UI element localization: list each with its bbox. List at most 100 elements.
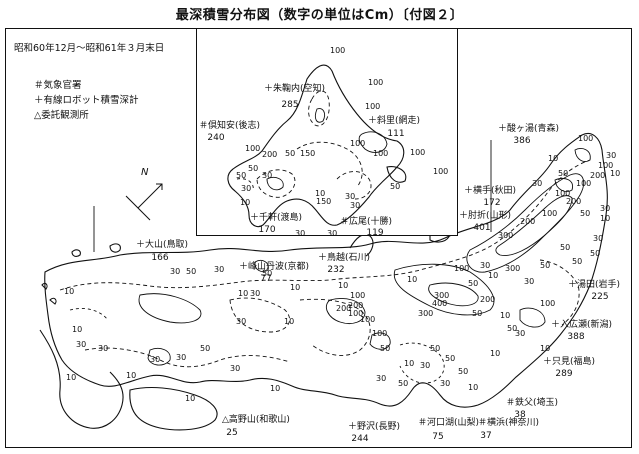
contour-label: 50 [540,261,551,270]
contour-label: 200 [520,217,536,226]
contour-label: 50 [380,344,391,353]
contour-label: 100 [542,209,558,218]
contour-label: 10 [540,344,551,353]
contour-label: 30 [262,171,273,180]
contour-label: 100 [360,315,376,324]
station-value: 388 [567,332,585,342]
legend: ＃気象官署 ＋有線ロボット積雪深計 △委託観測所 [34,78,139,123]
contour-label: 30 [600,204,611,213]
contour-label: 30 [440,379,451,388]
hokkaido-inset [196,28,458,236]
contour-label: 50 [262,269,273,278]
contour-label: 50 [285,149,296,158]
contour-label: 10 [64,287,75,296]
station-label: ＋入広瀬(新潟) [551,320,613,330]
contour-label: 100 [348,309,364,318]
station-label: ＋只見(福島) [543,357,596,367]
contour-label: 30 [420,361,431,370]
contour-label: 50 [560,243,571,252]
station-label: ＃河口湖(山梨) [418,418,480,428]
contour-label: 50 [236,171,247,180]
contour-label: 30 [345,192,356,201]
contour-label: 200 [480,295,496,304]
station-value: 111 [387,129,405,139]
contour-label: 10 [338,281,349,290]
station-label: ＋湯田(岩手) [568,280,621,290]
contour-label: 100 [578,134,594,143]
contour-label: 50 [590,249,601,258]
contour-label: 30 [593,234,604,243]
noto-peninsula [349,234,374,257]
contour-label: 50 [390,182,401,191]
contour-label: 50 [458,367,469,376]
station-value: 285 [281,100,299,110]
contour-label: 200 [348,301,364,310]
contour-label: 10 [126,371,137,380]
contour-label: 100 [245,144,261,153]
contour-label: 10 [490,349,501,358]
contour-label: 50 [472,309,483,318]
contour-label: 100 [330,46,346,55]
contour-label: 50 [248,164,259,173]
station-label: ＋鳥越(石川) [318,253,371,263]
station-value: 119 [366,228,384,238]
contour-label: 200 [336,304,352,313]
contour-label: 400 [432,299,448,308]
contour-label: 200 [566,197,582,206]
contour-label: 10 [290,283,301,292]
station-label: ＋朱鞠内(空知) [264,84,326,94]
contour-label: 30 [236,317,247,326]
period-label: 昭和60年12月～昭和61年３月末日 [14,43,165,54]
station-label: ＃倶知安(後志) [199,121,261,131]
contour-label: 50 [580,209,591,218]
legend-item-commissioned-station: △委託観測所 [34,110,89,121]
station-label: ＃横浜(神奈川) [478,418,540,428]
contour-label: 10 [240,198,251,207]
contour-label: 50 [430,344,441,353]
station-label: ＋横手(秋田) [464,186,517,196]
contour-label: 50 [200,344,211,353]
contour-label: 300 [505,264,521,273]
station-value: 38 [514,410,526,420]
contour-label: 100 [555,189,571,198]
contour-label: 50 [468,279,479,288]
contour-label: 30 [350,201,361,210]
contour-label: 300 [418,309,434,318]
contour-label: 100 [454,264,470,273]
contour-label: 30 [524,277,535,286]
contour-label: 10 [284,317,295,326]
contour-label: 50 [445,354,456,363]
station-value: 232 [327,265,345,275]
contour-label: 150 [300,149,316,158]
contour-label: 30 [532,179,543,188]
contour-label: 10 [185,394,196,403]
station-value: 37 [480,431,492,441]
contour-label: 30 [76,340,87,349]
contour-label: 100 [365,102,381,111]
contour-label: 10 [600,214,611,223]
station-label: ＃広尾(十勝) [340,217,393,227]
contour-label: 10 [404,359,415,368]
station-value: 166 [151,253,169,263]
contour-label: 10 [270,384,281,393]
honshu-coastline [44,132,608,408]
contour-label: 30 [250,289,261,298]
map-title: 最深積雪分布図（数字の単位はCm）〔付図２〕 [175,8,464,23]
contour-label: 10 [488,271,499,280]
contour-label: 30 [295,229,306,238]
contour-label: 10 [315,189,326,198]
contour-label: 150 [316,197,332,206]
contour-label: 10 [548,154,559,163]
contour-label: 10 [72,325,83,334]
contour-label: 30 [150,355,161,364]
station-value: 25 [226,428,238,438]
contour-label: 100 [576,179,592,188]
station-value: 401 [473,223,491,233]
station-value: 244 [351,434,369,444]
contour-label: 10 [468,383,479,392]
station-label: ＋斜里(網走) [368,116,421,126]
station-value: 170 [258,225,276,235]
contour-label: 10 [238,289,249,298]
station-label: ＋大山(鳥取) [136,240,189,250]
